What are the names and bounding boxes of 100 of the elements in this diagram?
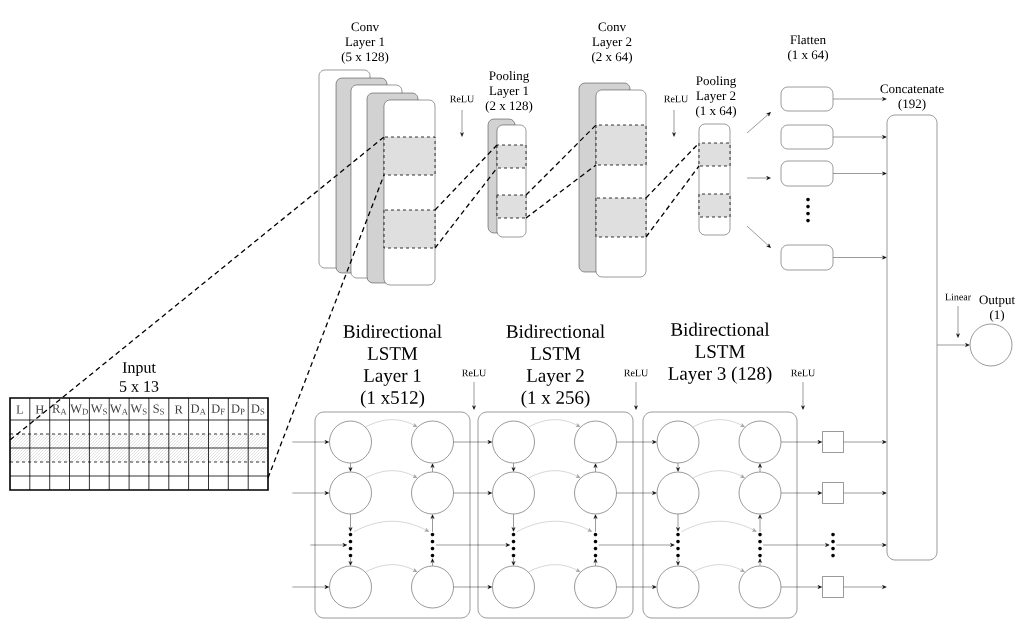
arrow — [616, 585, 657, 589]
recurrent-arrow — [681, 521, 757, 532]
activation-label: ReLU — [462, 369, 486, 377]
arrow — [430, 463, 435, 472]
lstm-cell — [738, 471, 782, 515]
activation-label: ReLU — [664, 95, 688, 103]
arrow — [746, 176, 771, 180]
arrow — [292, 491, 329, 495]
arrow — [746, 112, 771, 134]
arrow — [348, 463, 353, 472]
layer-heading: Pooling Layer 1 (2 x 128) — [485, 71, 533, 113]
column-header: D$_{S}$ — [251, 404, 265, 415]
layer-heading: Bidirectional LSTM Layer 2 (1 x 256) — [506, 324, 605, 408]
arrow — [843, 440, 887, 444]
output-square — [822, 576, 844, 598]
arrow — [593, 514, 598, 532]
activation-label: ReLU — [791, 369, 815, 377]
column-header: W$_{S}$ — [130, 404, 147, 415]
layer-heading: Flatten (1 x 64) — [788, 35, 828, 62]
flatten-unit — [780, 124, 834, 150]
ellipsis-dots — [758, 532, 762, 558]
dashed-line — [525, 124, 597, 196]
arrow — [593, 463, 598, 472]
column-header: L — [16, 405, 23, 414]
arrow — [430, 514, 435, 532]
arrow — [843, 491, 887, 495]
lstm-cell — [411, 565, 454, 609]
dashed-line — [9, 136, 385, 441]
recurrent-arrow — [365, 470, 418, 479]
flatten-unit — [780, 244, 834, 271]
ellipsis-dots — [831, 532, 835, 558]
lstm-cell — [738, 565, 782, 609]
arrow — [593, 558, 598, 566]
recurrent-arrow — [692, 470, 745, 479]
lstm-cell — [656, 565, 700, 609]
arrow — [310, 543, 347, 547]
arrow — [435, 543, 510, 547]
column-header: H — [35, 405, 44, 414]
column-header: D$_{F}$ — [211, 404, 225, 415]
activation-label: Linear — [945, 293, 971, 301]
arrow — [292, 440, 329, 444]
arrow — [676, 558, 680, 566]
lstm-cell — [492, 420, 535, 464]
column-header: D$_{P}$ — [231, 404, 245, 415]
arrow — [833, 171, 887, 176]
column-header: W$_{S}$ — [90, 404, 107, 415]
recurrent-arrow — [528, 564, 581, 573]
arrow — [616, 440, 657, 444]
lstm-cell — [492, 565, 535, 609]
lstm-cell — [329, 565, 372, 609]
arrow — [511, 463, 516, 472]
lstm-cell — [656, 420, 700, 464]
arrow — [781, 440, 822, 444]
recurrent-arrow — [528, 470, 581, 479]
arrow — [453, 585, 492, 589]
lstm-cell — [738, 420, 782, 464]
activation-label: ReLU — [624, 369, 648, 377]
column-header: W$_{A}$ — [109, 404, 128, 415]
arrow — [746, 225, 771, 248]
recurrent-arrow — [365, 564, 418, 573]
arrow — [616, 491, 657, 495]
recurrent-arrow — [353, 521, 430, 532]
lstm-cell — [656, 471, 700, 515]
arrow — [758, 463, 762, 472]
arrow — [430, 558, 435, 566]
recurrent-arrow — [692, 564, 745, 573]
lstm-cell — [574, 565, 617, 609]
dashed-line — [434, 144, 498, 211]
arrow — [453, 440, 492, 444]
ellipsis-dots — [430, 532, 435, 558]
recurrent-arrow — [528, 419, 581, 428]
recurrent-arrow — [516, 521, 593, 532]
dashed-line — [525, 164, 597, 219]
dashed-line — [645, 142, 700, 199]
layer-heading: Concatenate (192) — [880, 84, 944, 111]
layer-heading: Input 5 x 13 — [119, 362, 159, 392]
dashed-line — [645, 165, 700, 238]
lstm-cell — [329, 471, 372, 515]
layer-heading: Pooling Layer 2 (1 x 64) — [696, 76, 736, 118]
recurrent-arrow — [692, 419, 745, 428]
ellipsis-dots — [511, 532, 516, 558]
arrow — [937, 343, 970, 347]
arrow — [833, 255, 887, 260]
arrow — [763, 543, 830, 547]
output-square — [822, 431, 844, 453]
arrow — [833, 97, 887, 101]
ellipsis-dots — [348, 532, 353, 558]
arrow — [781, 585, 822, 589]
arrow — [511, 558, 516, 566]
dashed-line — [267, 174, 385, 479]
layer-heading: Bidirectional LSTM Layer 1 (1 x512) — [343, 324, 442, 408]
ellipsis-dots — [593, 532, 598, 558]
arrow — [758, 558, 762, 566]
column-header: S$_{S}$ — [153, 404, 164, 415]
arrow — [511, 514, 516, 532]
lstm-cell — [492, 471, 535, 515]
arrow — [781, 491, 822, 495]
lstm-cell — [574, 471, 617, 515]
lstm-cell — [411, 420, 454, 464]
arrow — [676, 514, 680, 532]
